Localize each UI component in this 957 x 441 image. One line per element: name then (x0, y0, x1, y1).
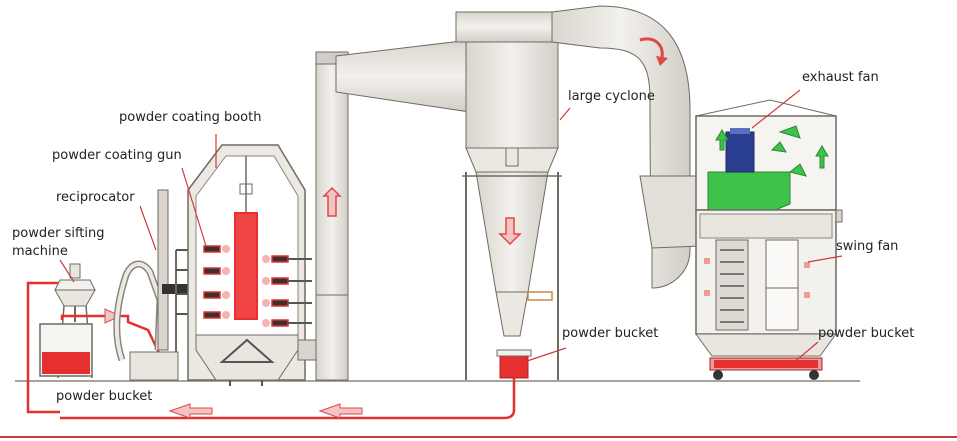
label-powder-sifting-machine-line1: powder sifting (12, 226, 105, 241)
filter-recovery-unit (695, 99, 843, 380)
powder-return-line (60, 378, 516, 420)
label-exhaust-fan: exhaust fan (802, 70, 879, 85)
label-powder-bucket-left: powder bucket (56, 389, 153, 404)
label-leader-lines (59, 89, 843, 365)
powder-sifting-machine (26, 263, 162, 414)
label-powder-coating-gun: powder coating gun (52, 148, 182, 163)
powder-coating-booth (187, 144, 321, 386)
label-powder-coating-booth: powder coating booth (119, 110, 262, 125)
reciprocator (113, 189, 205, 381)
label-reciprocator: reciprocator (56, 190, 135, 205)
booth-exhaust-duct (315, 39, 471, 381)
large-cyclone (455, 11, 562, 380)
label-powder-sifting-machine-line2: machine (12, 244, 68, 259)
label-powder-bucket-right: powder bucket (818, 326, 915, 341)
label-powder-bucket-center: powder bucket (562, 326, 659, 341)
label-swing-fan: swing fan (836, 239, 899, 254)
label-large-cyclone: large cyclone (568, 89, 655, 104)
cyclone-to-filter-duct (551, 5, 701, 289)
